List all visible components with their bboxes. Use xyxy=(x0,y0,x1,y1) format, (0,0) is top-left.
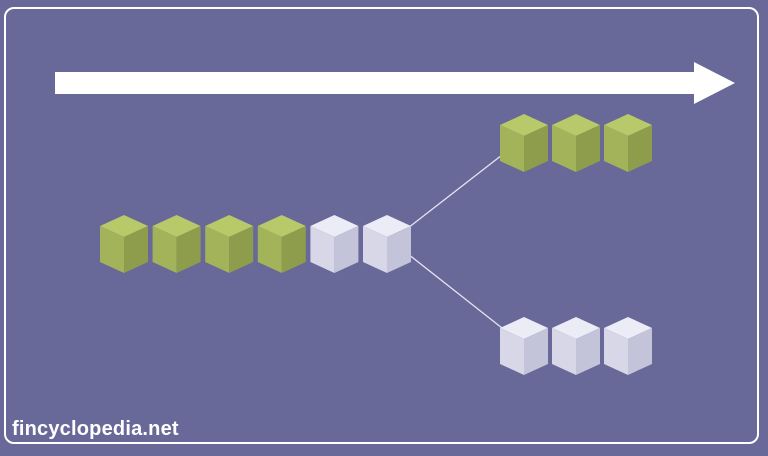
cube-right-face xyxy=(387,226,411,273)
cube-branch-lower-2 xyxy=(552,317,600,375)
cube-right-face xyxy=(229,226,254,273)
cube-right-face xyxy=(281,226,306,273)
direction-arrow-shaft xyxy=(55,72,697,94)
cube-right-face xyxy=(524,125,548,172)
cube-left-face xyxy=(604,125,628,172)
cube-left-face xyxy=(257,226,282,273)
cube-branch-upper-3 xyxy=(604,114,652,172)
branch-line-upper xyxy=(407,154,503,229)
cube-branch-upper-2 xyxy=(552,114,600,172)
watermark-text: fincyclopedia.net xyxy=(12,418,179,440)
cube-left-face xyxy=(100,226,124,273)
cube-branch-lower-3 xyxy=(604,317,652,375)
connector-layer xyxy=(407,154,503,329)
cube-left-face xyxy=(500,328,524,375)
cube-branch-lower-1 xyxy=(500,317,548,375)
cube-layer xyxy=(100,114,652,375)
right-arrow-icon xyxy=(694,62,735,104)
cube-left-face xyxy=(205,226,230,273)
cube-right-face xyxy=(124,226,148,273)
cube-sequence-2 xyxy=(152,215,201,273)
cube-sequence-6 xyxy=(363,215,411,273)
cube-sequence-5 xyxy=(310,215,359,273)
cube-right-face xyxy=(334,226,359,273)
cube-sequence-3 xyxy=(205,215,254,273)
cube-left-face xyxy=(500,125,524,172)
cube-right-face xyxy=(176,226,201,273)
cube-right-face xyxy=(628,125,652,172)
cube-left-face xyxy=(552,125,576,172)
cube-left-face xyxy=(152,226,177,273)
cube-right-face xyxy=(524,328,548,375)
cube-left-face xyxy=(604,328,628,375)
cube-left-face xyxy=(363,226,387,273)
arrow-layer xyxy=(55,62,735,104)
cube-right-face xyxy=(576,328,600,375)
cube-right-face xyxy=(628,328,652,375)
rounded-frame xyxy=(4,7,759,444)
cube-sequence-1 xyxy=(100,215,148,273)
cube-sequence-4 xyxy=(257,215,306,273)
cube-left-face xyxy=(310,226,335,273)
cube-left-face xyxy=(552,328,576,375)
cube-right-face xyxy=(576,125,600,172)
cube-branch-upper-1 xyxy=(500,114,548,172)
branch-line-lower xyxy=(407,253,503,329)
